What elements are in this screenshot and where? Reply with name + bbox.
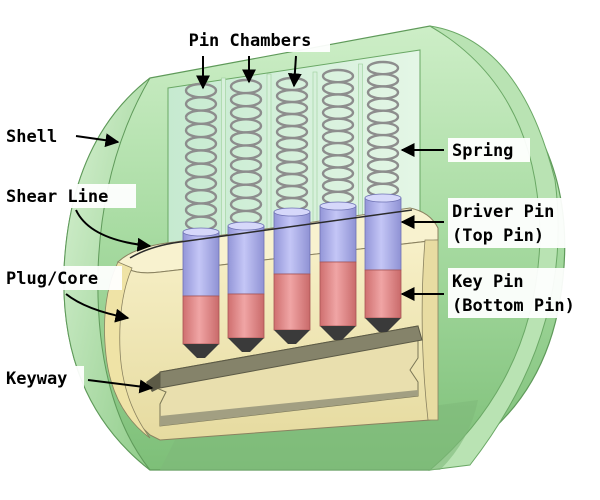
chamber-wall [358,63,363,225]
driver-pin-label: Driver Pin (Top Pin) [400,198,582,248]
driver-pin-5 [364,197,402,271]
chamber-wall [221,77,226,239]
spring-label: Spring [400,138,530,162]
svg-text:Key Pin: Key Pin [452,272,524,292]
key-pin-tip-2 [228,338,264,352]
chamber-wall [266,73,272,235]
driver-pin-top-3 [273,207,311,217]
key-pin-tip-5 [365,318,401,332]
pin-stack-4 [319,68,357,340]
pin-stack-3 [273,76,311,344]
svg-text:Shear Line: Shear Line [6,187,108,207]
key-pin-5 [364,269,402,319]
pin-chambers-label: Pin Chambers [170,28,330,90]
pin-stack-2 [227,78,265,352]
svg-text:Keyway: Keyway [6,369,67,389]
arrow-to-plug-core [65,293,130,323]
key-pin-3 [273,273,311,331]
arrow-to-shell [75,133,120,148]
key-pin-tip-1 [183,344,219,358]
key-pin-2 [227,293,265,339]
key-pin-label: Key Pin (Bottom Pin) [400,268,598,318]
arrow-to-keyway [87,379,154,394]
key-pin-tip-3 [274,330,310,344]
svg-text:Spring: Spring [452,141,513,161]
svg-text:(Bottom Pin): (Bottom Pin) [452,296,575,316]
driver-pin-4 [319,205,357,263]
shear-line-label: Shear Line [2,184,152,252]
pin-stack-5 [364,60,402,332]
svg-text:Pin Chambers: Pin Chambers [189,31,312,51]
keyway-label: Keyway [2,366,154,394]
driver-pin-3 [273,211,311,275]
arrow-to-shear-line [75,209,152,252]
svg-text:Shell: Shell [6,127,57,147]
driver-pin-top-5 [364,193,402,203]
arrow-to-chamber-3 [287,55,302,88]
driver-pin-top-1 [182,227,220,237]
pin-stacks [182,60,402,358]
spring-4 [321,68,355,206]
keyway-slot [146,325,423,427]
chamber-wall [312,71,318,233]
key-pin-4 [319,261,357,327]
driver-pin-top-4 [319,201,357,211]
driver-pin-2 [227,225,265,295]
svg-text:(Top Pin): (Top Pin) [452,226,544,246]
key-pin-tip-4 [320,326,356,340]
shear-line [129,209,413,259]
spring-5 [366,60,400,198]
driver-pin-1 [182,231,220,297]
svg-text:Driver Pin: Driver Pin [452,202,554,222]
plug-core-label: Plug/Core [2,266,130,323]
svg-text:Plug/Core: Plug/Core [6,269,98,289]
driver-pin-top-2 [227,221,265,231]
key-pin-1 [182,295,220,345]
shell-label: Shell [2,124,120,148]
pin-stack-1 [182,82,220,358]
